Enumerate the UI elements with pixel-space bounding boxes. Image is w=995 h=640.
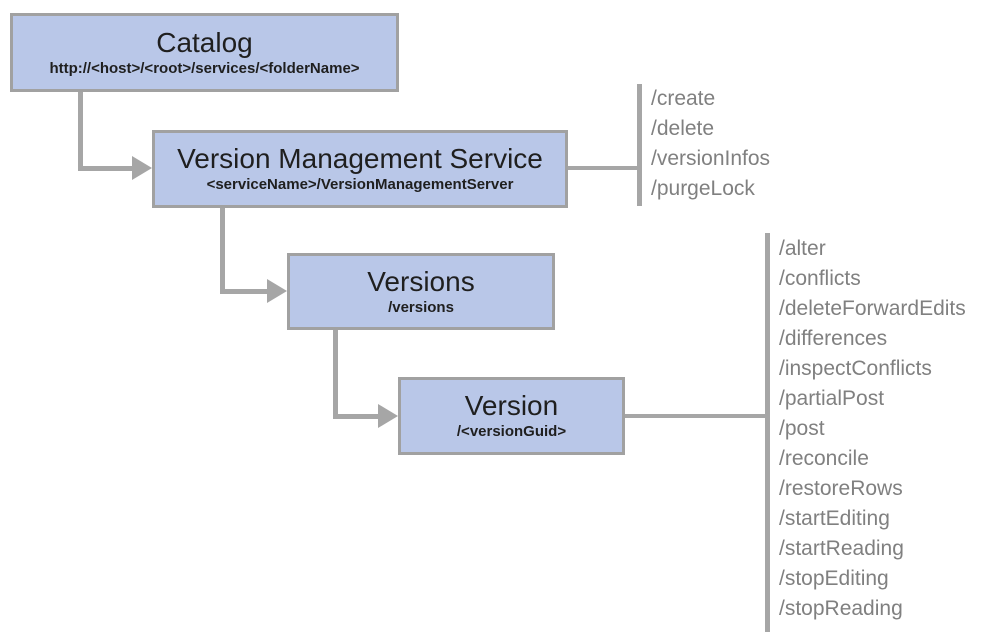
operations-bracket-line: [765, 233, 770, 632]
operation-item: /startReading: [779, 537, 904, 560]
operation-item: /conflicts: [779, 267, 861, 290]
operations-list-version: /alter /conflicts /deleteForwardEdits /d…: [779, 234, 966, 624]
node-version-title: Version: [464, 390, 559, 422]
node-versions: Versions /versions: [287, 253, 555, 330]
operation-item: /create: [651, 87, 716, 110]
operation-item: /differences: [779, 327, 888, 350]
operation-item: /partialPost: [779, 387, 885, 410]
node-versions-title: Versions: [367, 265, 475, 297]
node-catalog-subtitle: http://<host>/<root>/services/<folderNam…: [49, 59, 360, 77]
connector-line: [220, 289, 269, 294]
connector-line: [333, 330, 338, 419]
node-catalog: Catalog http://<host>/<root>/services/<f…: [10, 13, 399, 92]
operation-item: /reconcile: [779, 447, 869, 470]
operation-item: /versionInfos: [651, 147, 771, 170]
node-versions-subtitle: /versions: [388, 298, 454, 316]
node-version-subtitle: /<versionGuid>: [456, 423, 567, 441]
connector-line: [220, 208, 225, 294]
operations-list-version-management-service: /create /delete /versionInfos /purgeLock: [651, 84, 770, 204]
connector-line: [567, 166, 637, 170]
operation-item: /restoreRows: [779, 477, 903, 500]
operation-item: /stopReading: [779, 597, 903, 620]
operation-item: /stopEditing: [779, 567, 889, 590]
connector-line: [624, 414, 765, 418]
node-version-management-service: Version Management Service <serviceName>…: [152, 130, 568, 208]
node-version: Version /<versionGuid>: [398, 377, 625, 455]
operation-item: /purgeLock: [651, 177, 755, 200]
operation-item: /startEditing: [779, 507, 890, 530]
arrow-right-icon: [132, 156, 152, 180]
operation-item: /alter: [779, 237, 826, 260]
connector-line: [78, 92, 83, 171]
arrow-right-icon: [378, 404, 398, 428]
operation-item: /inspectConflicts: [779, 357, 932, 380]
arrow-right-icon: [267, 279, 287, 303]
node-catalog-title: Catalog: [156, 26, 253, 58]
node-version-management-service-title: Version Management Service: [177, 143, 543, 175]
operations-bracket-line: [637, 84, 642, 206]
node-version-management-service-subtitle: <serviceName>/VersionManagementServer: [206, 176, 514, 194]
operation-item: /post: [779, 417, 825, 440]
operation-item: /delete: [651, 117, 715, 140]
connector-line: [78, 166, 134, 171]
operation-item: /deleteForwardEdits: [779, 297, 966, 320]
connector-line: [333, 414, 380, 419]
